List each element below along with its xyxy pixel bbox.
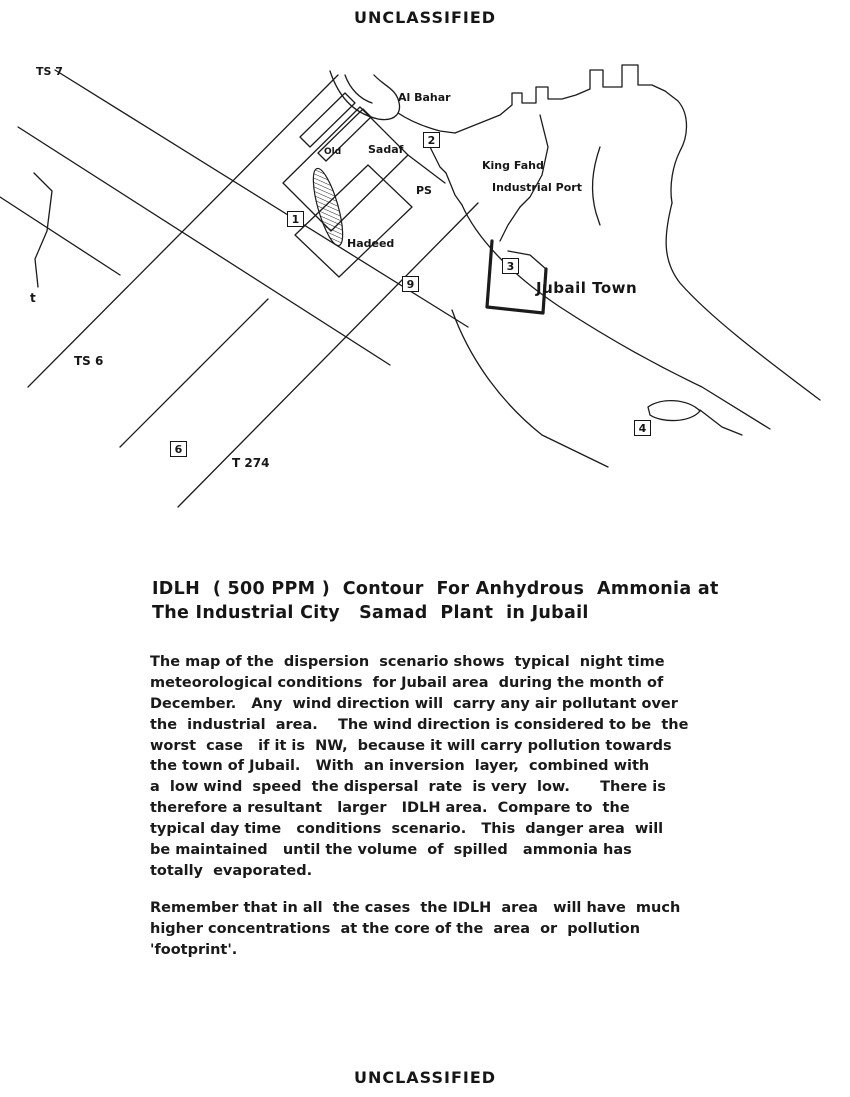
map-label-t: t [30,291,36,305]
map-label-ps: PS [416,184,432,197]
body-paragraph-2: Remember that in all the cases the IDLH … [150,900,681,958]
map-label-corner: TS 7 [36,65,63,78]
figure-title: IDLH ( 500 PPM ) Contour For Anhydrous A… [152,579,719,623]
map-label-t274: T 274 [232,456,270,470]
map-label-ts6: TS 6 [74,354,104,368]
map-label-industrial-port: Industrial Port [492,181,582,194]
map-marker-6: 6 [170,441,187,457]
map-marker-1: 1 [287,211,304,227]
map-label-sadaf: Sadaf [368,143,404,156]
header-classification: UNCLASSIFIED [353,8,497,27]
map-marker-9: 9 [402,276,419,292]
map-label-old: Old [324,147,342,157]
map-label-al-bahar: Al Bahar [398,91,451,104]
map-figure: TS 7 Al Bahar Sadaf Old King Fahd Indust… [0,55,850,510]
map-marker-4: 4 [634,420,651,436]
footer-classification: UNCLASSIFIED [353,1068,497,1087]
map-label-hadeed: Hadeed [347,237,395,250]
body-paragraph-1: The map of the dispersion scenario shows… [150,654,689,879]
map-label-jubail-town: Jubail Town [536,279,638,297]
map-linework [0,64,821,508]
map-label-king-fahd: King Fahd [482,159,544,172]
map-marker-3: 3 [502,258,519,274]
map-marker-2: 2 [423,132,440,148]
